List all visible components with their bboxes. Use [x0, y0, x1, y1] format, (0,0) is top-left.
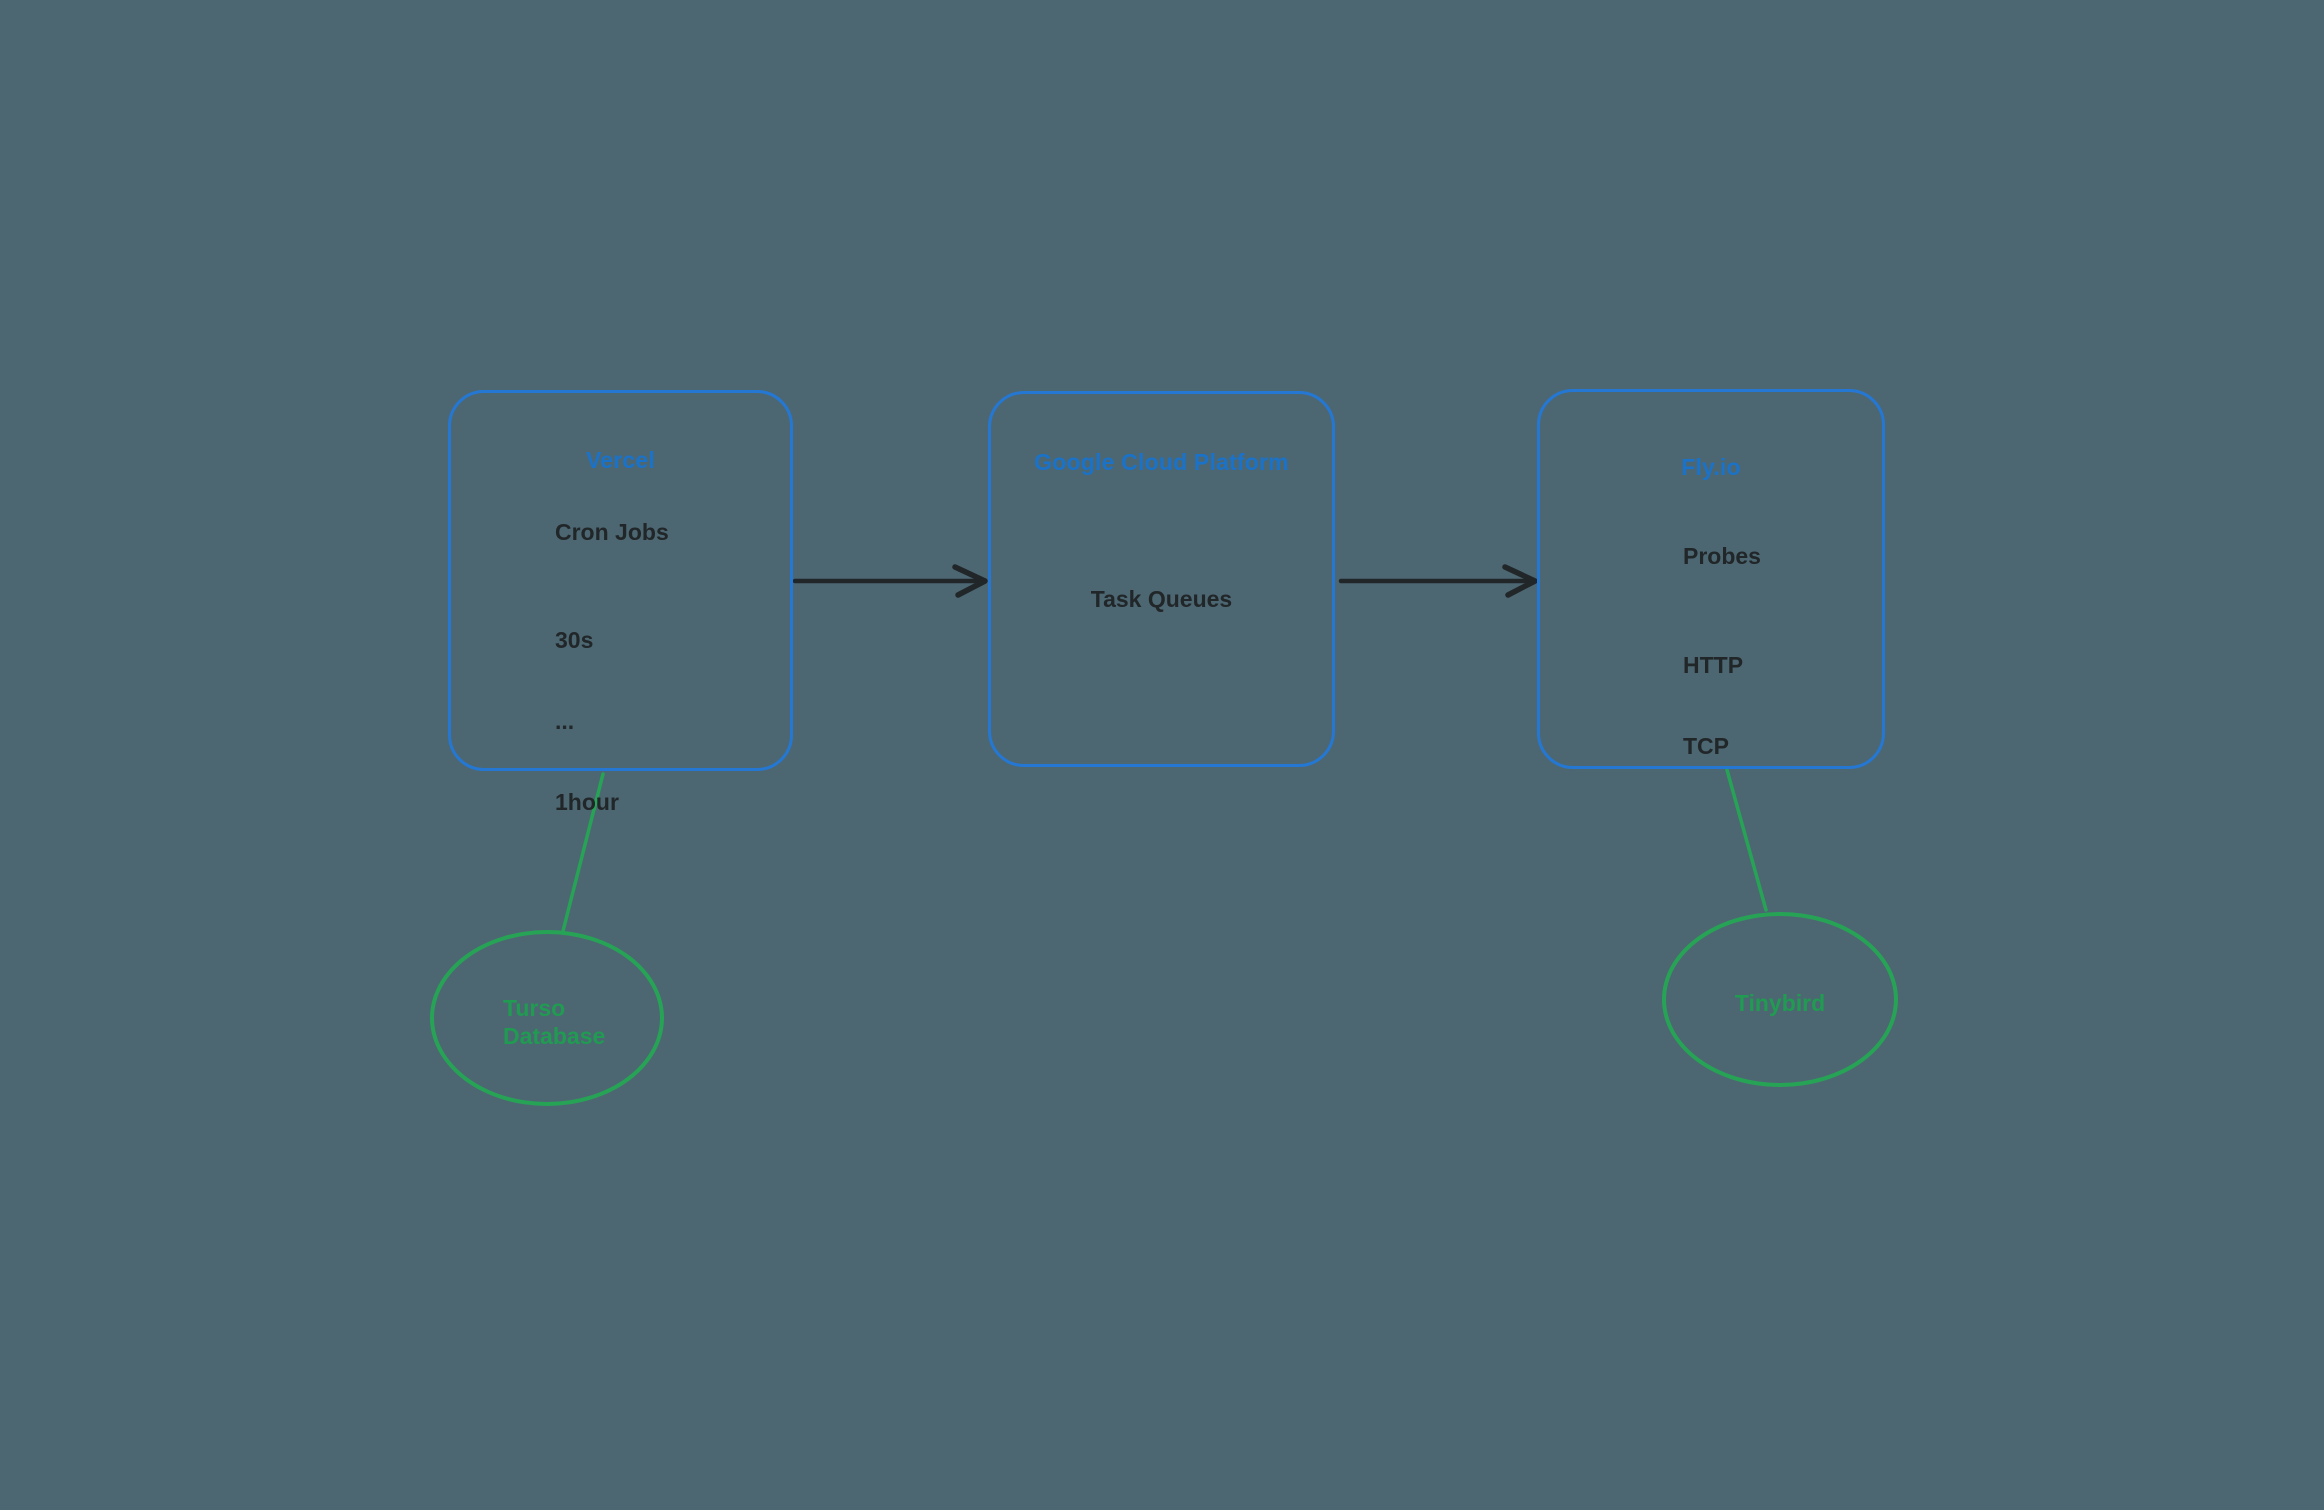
node-body-text: HTTP TCP [1683, 598, 1743, 814]
node-label: Tinybird [1734, 990, 1826, 1016]
node-body-text: Cron Jobs [555, 519, 669, 545]
node-title: Google Cloud Platform [1034, 449, 1289, 475]
node-label: Turso Database [503, 994, 605, 1050]
node-gcp-box[interactable]: Google Cloud Platform Task Queues [988, 391, 1335, 767]
node-title: Vercel [586, 447, 655, 473]
node-turso-ellipse[interactable]: Turso Database [430, 930, 664, 1106]
body-line: HTTP [1683, 652, 1744, 678]
body-line: 30s [555, 627, 594, 653]
node-body-text: 30s ... 1hour [555, 573, 619, 870]
node-vercel-box[interactable]: Vercel Cron Jobs 30s ... 1hour [448, 390, 793, 815]
body-line: TCP [1683, 733, 1729, 759]
arrow-gcp-to-fly [1338, 564, 1538, 598]
node-tinybird-ellipse[interactable]: Tinybird [1662, 912, 1898, 1087]
label-line: Turso [503, 995, 566, 1021]
node-flyio-box[interactable]: Fly.io Probes HTTP TCP [1537, 389, 1885, 769]
label-line: Database [503, 1023, 606, 1049]
body-line: 1hour [555, 789, 619, 815]
body-line: ... [555, 708, 575, 734]
node-body-text: Task Queues [1090, 586, 1233, 612]
node-body-text: Probes [1683, 543, 1761, 569]
arrow-vercel-to-gcp [792, 564, 988, 598]
node-title: Fly.io [1681, 454, 1741, 480]
